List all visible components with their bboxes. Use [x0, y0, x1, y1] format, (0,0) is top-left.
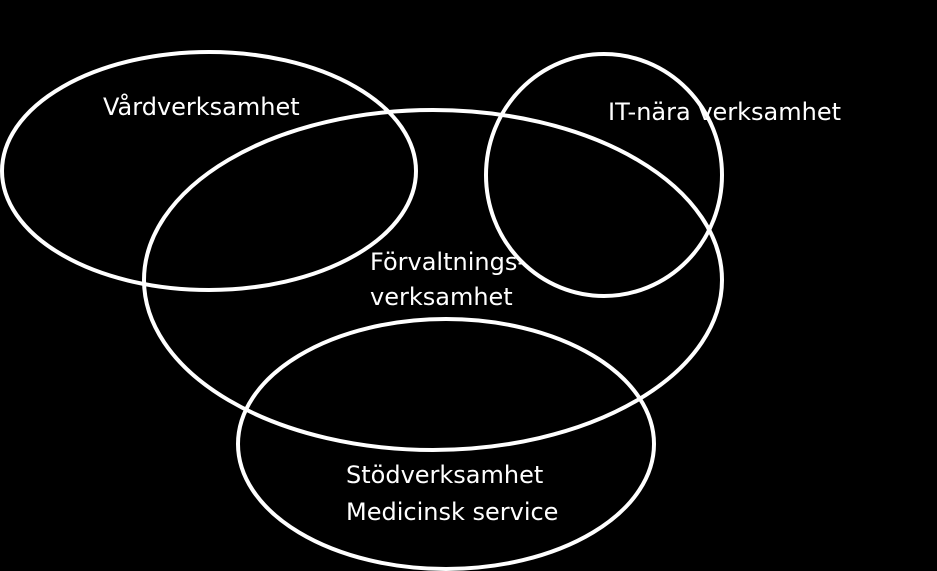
it-nara-verksamhet-ellipse	[484, 52, 724, 298]
vardverksamhet-label: Vårdverksamhet	[103, 92, 300, 121]
vardverksamhet-ellipse	[0, 50, 418, 292]
forvaltningsverksamhet-label-line2: verksamhet	[370, 283, 513, 311]
it-nara-verksamhet-label: IT-nära verksamhet	[608, 98, 841, 126]
stodverksamhet-label-line2: Medicinsk service	[346, 498, 558, 526]
stodverksamhet-ellipse	[236, 317, 656, 571]
stodverksamhet-label-line1: Stödverksamhet	[346, 461, 543, 489]
forvaltningsverksamhet-label-line1: Förvaltnings-	[370, 248, 526, 276]
forvaltningsverksamhet-ellipse	[142, 108, 724, 452]
